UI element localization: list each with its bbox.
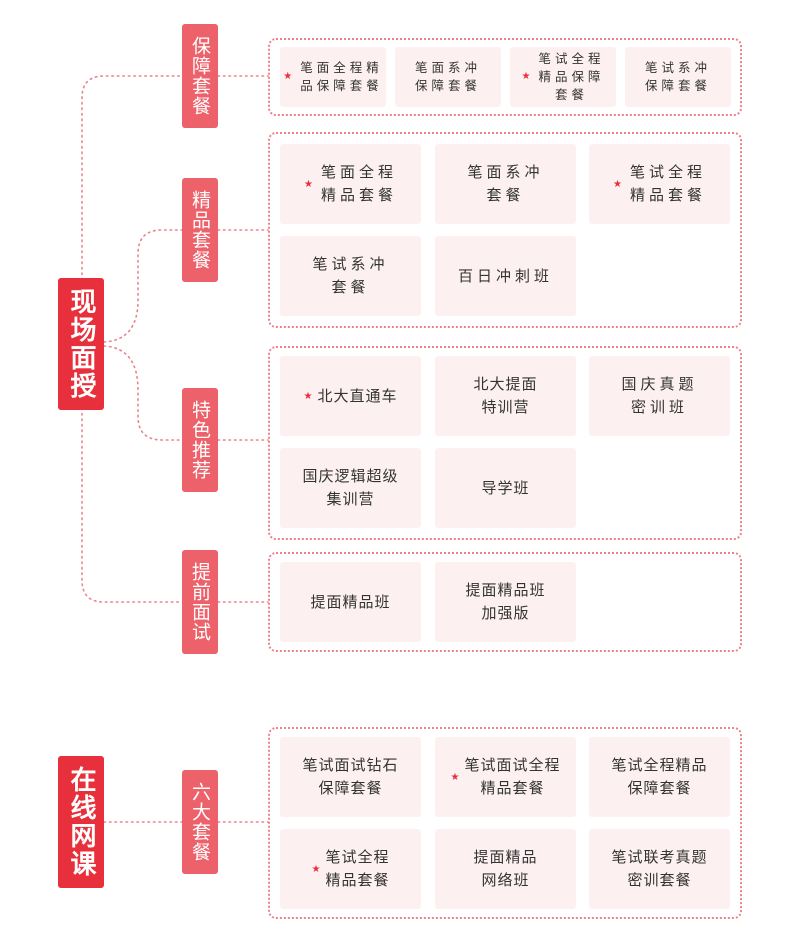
group-tese [268, 346, 742, 540]
card-tese-4[interactable]: 国庆逻辑超级 集训营 [280, 448, 421, 528]
connector-baozhang [81, 75, 183, 281]
star-icon: ★ [521, 71, 535, 82]
group-tiqian [268, 552, 742, 652]
card-jingpin-4[interactable]: 笔试系冲 套餐 [280, 236, 421, 316]
sub-label-tese: 特色推荐 [182, 388, 218, 492]
card-liuda-4[interactable]: ★笔试全程 精品套餐 [280, 829, 421, 909]
card-tese-5[interactable]: 导学班 [435, 448, 576, 528]
card-tese-3[interactable]: 国庆真题 密训班 [589, 356, 730, 436]
card-baozhang-4[interactable]: 笔试系冲 保障套餐 [625, 47, 731, 107]
card-baozhang-3[interactable]: ★笔试全程 精品保障 套餐 [510, 47, 616, 107]
card-jingpin-5[interactable]: 百日冲刺班 [435, 236, 576, 316]
connector-tese [103, 345, 183, 441]
sub-label-jingpin: 精品套餐 [182, 178, 218, 282]
star-icon: ★ [450, 771, 461, 783]
main-label-online: 在线网课 [58, 756, 104, 888]
card-baozhang-2[interactable]: 笔面系冲 保障套餐 [395, 47, 501, 107]
group-liuda [268, 727, 742, 919]
star-icon: ★ [613, 178, 626, 190]
star-icon: ★ [311, 863, 322, 875]
star-icon: ★ [303, 390, 314, 402]
card-tiqian-2[interactable]: 提面精品班 加强版 [435, 562, 576, 642]
card-liuda-3[interactable]: 笔试全程精品 保障套餐 [589, 737, 730, 817]
card-tiqian-1[interactable]: 提面精品班 [280, 562, 421, 642]
card-liuda-5[interactable]: 提面精品 网络班 [435, 829, 576, 909]
group-jingpin [268, 132, 742, 328]
card-jingpin-2[interactable]: 笔面系冲 套餐 [435, 144, 576, 224]
sub-label-baozhang: 保障套餐 [182, 24, 218, 128]
card-baozhang-1[interactable]: ★笔面全程精 品保障套餐 [280, 47, 386, 107]
card-liuda-1[interactable]: 笔试面试钻石 保障套餐 [280, 737, 421, 817]
card-jingpin-1[interactable]: ★笔面全程 精品套餐 [280, 144, 421, 224]
star-icon: ★ [304, 178, 317, 190]
sub-label-tiqian: 提前面试 [182, 550, 218, 654]
card-liuda-2[interactable]: ★笔试面试全程 精品套餐 [435, 737, 576, 817]
connector-tiqian [81, 407, 183, 603]
sub-label-liuda: 六大套餐 [182, 770, 218, 874]
main-label-xianchang: 现场面授 [58, 278, 104, 410]
card-jingpin-3[interactable]: ★笔试全程 精品套餐 [589, 144, 730, 224]
card-tese-1[interactable]: ★北大直通车 [280, 356, 421, 436]
star-icon: ★ [283, 71, 297, 82]
group-baozhang [268, 38, 742, 116]
card-tese-2[interactable]: 北大提面 特训营 [435, 356, 576, 436]
connector-jingpin [103, 229, 183, 343]
card-liuda-6[interactable]: 笔试联考真题 密训套餐 [589, 829, 730, 909]
